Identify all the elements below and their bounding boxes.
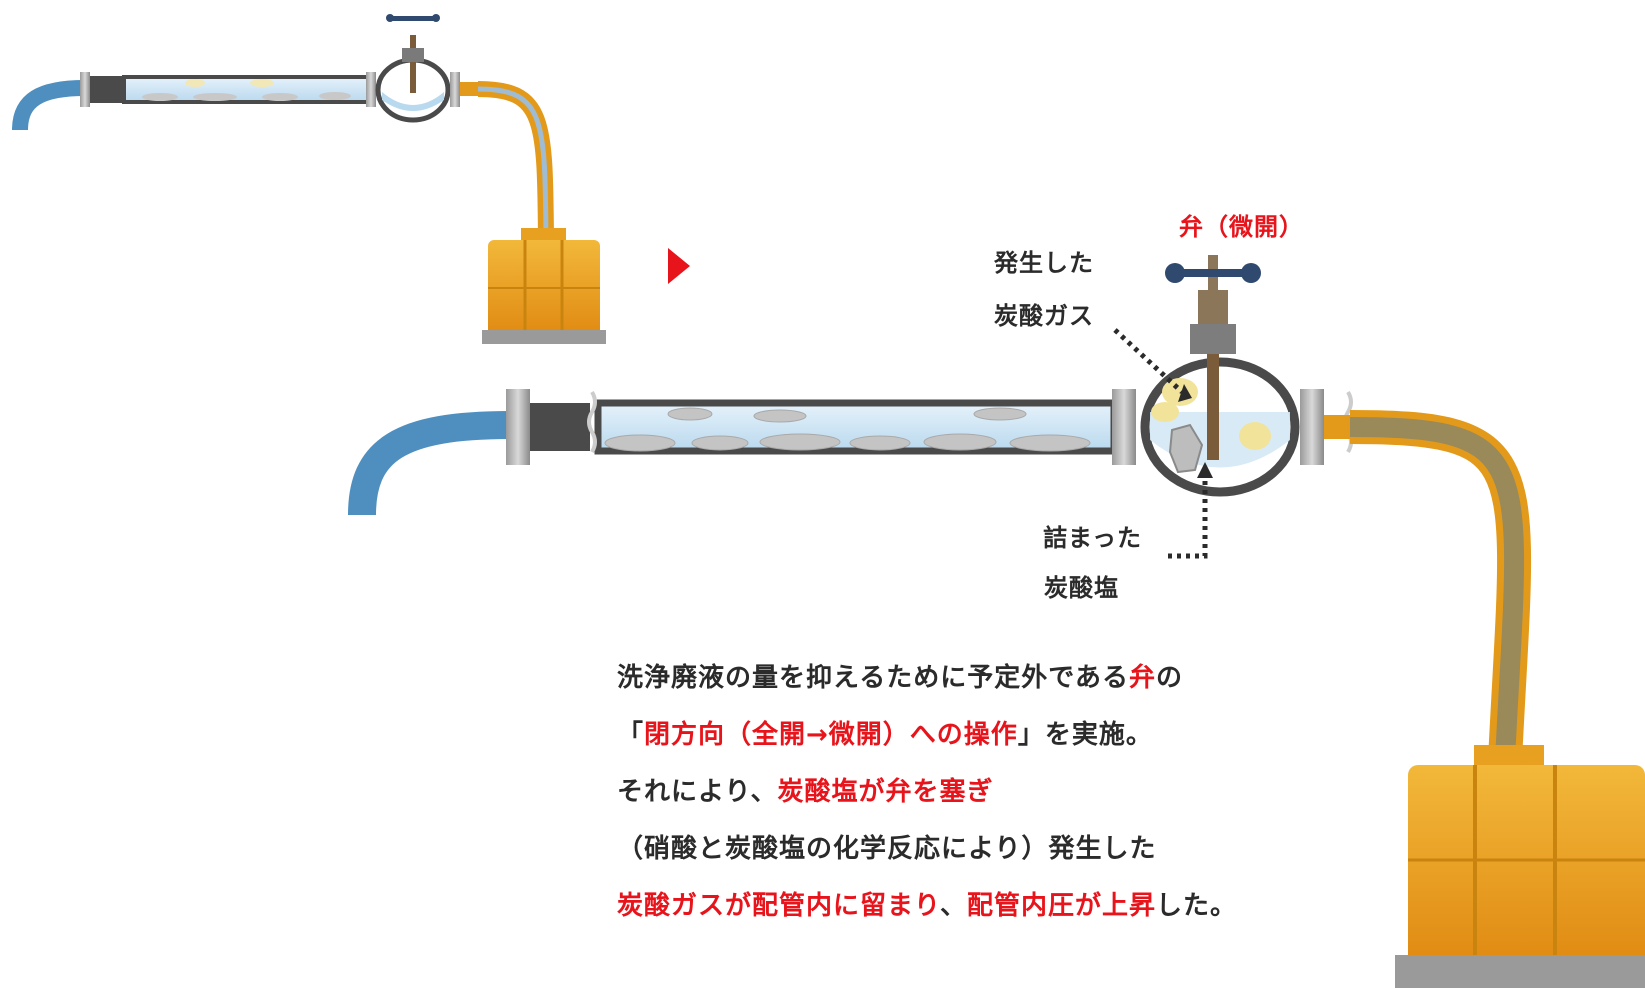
- tank: [1395, 745, 1645, 988]
- desc-text: （硝酸と炭酸塩の化学反応により）発生した: [617, 834, 1157, 864]
- valve-bonnet: [1190, 324, 1236, 354]
- flange-3: [1300, 389, 1324, 465]
- gas-leader: [1113, 328, 1184, 394]
- tank-small: [482, 228, 606, 344]
- co2-bubble-1: [1162, 378, 1198, 406]
- description: 洗浄廃液の量を抑えるために予定外である弁の 「閉方向（全開→微開）への操作」を実…: [617, 650, 1237, 935]
- desc-highlight: 炭酸ガスが配管内に留まり: [617, 891, 940, 921]
- pipe-stub-small: [84, 76, 122, 103]
- description-line-3: それにより、炭酸塩が弁を塞ぎ: [617, 764, 1237, 821]
- inlet-hose: [348, 411, 511, 516]
- deposits: [604, 407, 1091, 452]
- desc-highlight: 弁: [1128, 663, 1156, 693]
- valve-liquid-small: [382, 92, 444, 111]
- gas-label-line1: 発生した: [994, 249, 1094, 277]
- carbonate-clog: [1168, 423, 1204, 474]
- desc-text: 洗浄廃液の量を抑えるために予定外である: [617, 663, 1129, 693]
- valve-stem-small: [410, 35, 416, 93]
- description-line-2: 「閉方向（全開→微開）への操作」を実施。: [617, 707, 1237, 764]
- desc-highlight: 閉方向（全開→微開）への操作: [644, 720, 1018, 750]
- inlet-hose-small: [12, 80, 86, 131]
- outlet-hose: [1349, 410, 1532, 761]
- description-line-5: 炭酸ガスが配管内に留まり、配管内圧が上昇した。: [617, 878, 1237, 935]
- flange-1: [506, 389, 530, 465]
- valve-bonnet-small: [402, 48, 424, 62]
- valve-label-main: 弁: [1179, 213, 1204, 241]
- salt-label-line2: 炭酸塩: [1044, 574, 1119, 602]
- desc-text: 」を実施。: [1017, 720, 1153, 750]
- deposits-small: [142, 79, 351, 101]
- desc-highlight: 配管内圧が上昇: [966, 891, 1156, 921]
- desc-text: 、: [939, 891, 967, 921]
- transition-arrow: [668, 248, 690, 284]
- salt-label-line1: 詰まった: [1043, 524, 1143, 552]
- valve-handle: [1175, 269, 1251, 277]
- gas-label-line2: 炭酸ガス: [994, 302, 1094, 330]
- valve-label: 弁（微開）: [1179, 207, 1304, 242]
- description-line-1: 洗浄廃液の量を抑えるために予定外である弁の: [617, 650, 1237, 707]
- valve: [1140, 255, 1300, 497]
- valve-label-state: （微開）: [1204, 213, 1304, 241]
- salt-leader: [1168, 478, 1208, 559]
- flange-small-2: [366, 72, 376, 107]
- before-diagram: [12, 14, 606, 344]
- flange-2: [1112, 389, 1136, 465]
- co2-bubble-2: [1151, 402, 1179, 422]
- valve-yoke: [1198, 290, 1228, 324]
- valve-stem: [1207, 330, 1219, 460]
- desc-text: した。: [1156, 891, 1238, 921]
- description-line-4: （硝酸と炭酸塩の化学反応により）発生した: [617, 821, 1237, 878]
- desc-text: それにより、: [617, 777, 778, 807]
- flange-small-1: [80, 72, 90, 107]
- desc-text: 「: [617, 720, 645, 750]
- pipe-stub: [530, 403, 590, 451]
- desc-text: の: [1155, 663, 1183, 693]
- after-diagram: [348, 255, 1645, 988]
- valve-handle-small: [390, 16, 436, 21]
- desc-highlight: 炭酸塩が弁を塞ぎ: [777, 777, 994, 807]
- co2-bubble-3: [1239, 422, 1271, 450]
- flange-small-3: [450, 72, 460, 107]
